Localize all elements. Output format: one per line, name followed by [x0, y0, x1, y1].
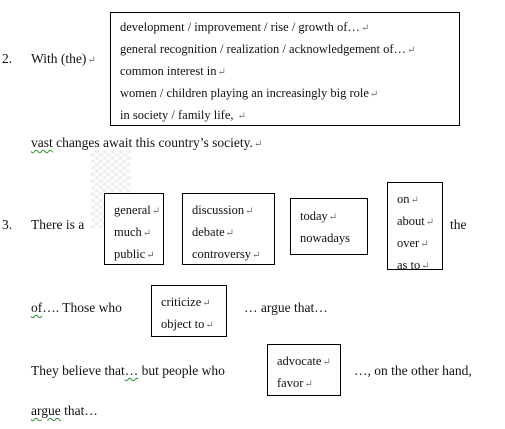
- item2-option: general recognition / realization / ackn…: [120, 42, 416, 56]
- box-option: advocate↵: [277, 354, 331, 368]
- box-option: favor↵: [277, 376, 313, 390]
- item3-box-preposition: on↵ about↵ over↵ as to↵: [387, 182, 443, 272]
- item3-line2-rest: …. Those who: [42, 300, 122, 315]
- item3-box-verb-for: advocate↵ favor↵: [267, 344, 341, 396]
- item2-ending-word: vast: [31, 135, 53, 150]
- paragraph-mark-icon: ↵: [252, 250, 261, 261]
- item3-after-box: the: [450, 217, 467, 232]
- box-option: much↵: [114, 225, 152, 239]
- item3-lead: There is a: [31, 217, 85, 232]
- item2-option: in society / family life,↵: [120, 108, 246, 122]
- box-option: controversy↵: [192, 247, 261, 261]
- item3-line4: argue that…: [31, 403, 98, 419]
- box-option: nowadays: [300, 231, 350, 245]
- item3-box-degree: general↵ much↵ public↵: [104, 193, 164, 265]
- paragraph-mark-icon: ↵: [87, 55, 96, 66]
- paragraph-mark-icon: ↵: [202, 298, 211, 309]
- item2-number: 2.: [2, 51, 13, 66]
- paragraph-mark-icon: ↵: [421, 261, 430, 272]
- box-option: discussion↵: [192, 203, 254, 217]
- paragraph-mark-icon: ↵: [420, 239, 429, 250]
- item3-line2-end: … argue that…: [244, 300, 328, 315]
- paragraph-mark-icon: ↵: [217, 67, 226, 78]
- paragraph-mark-icon: ↵: [253, 139, 263, 150]
- item3-line3: They believe that… but people who: [31, 363, 225, 379]
- item3-box-verb-against: criticize↵ object to↵: [151, 285, 227, 337]
- box-option: debate↵: [192, 225, 235, 239]
- item2-lead: With (the)↵: [31, 51, 96, 69]
- item3-box-noun: discussion↵ debate↵ controversy↵: [182, 193, 275, 265]
- paragraph-mark-icon: ↵: [151, 206, 161, 217]
- paragraph-mark-icon: ↵: [304, 379, 313, 390]
- box-option: as to↵: [397, 258, 430, 272]
- paragraph-mark-icon: ↵: [360, 23, 370, 34]
- box-option: object to↵: [161, 317, 214, 331]
- box-option: about↵: [397, 214, 435, 228]
- box-option: today↵: [300, 209, 338, 223]
- paragraph-mark-icon: ↵: [425, 217, 435, 228]
- paragraph-mark-icon: ↵: [142, 228, 152, 239]
- paragraph-mark-icon: ↵: [322, 357, 331, 368]
- item2-ending-rest: changes await this country’s society.: [52, 135, 253, 150]
- box-option: criticize↵: [161, 295, 211, 309]
- paragraph-mark-icon: ↵: [407, 45, 416, 56]
- item2-option: development / improvement / rise / growt…: [120, 20, 370, 34]
- item3-line3-end: …, on the other hand,: [354, 363, 472, 378]
- item3-line4-rest: that…: [60, 403, 98, 418]
- box-option: public↵: [114, 247, 155, 261]
- item3-line3-start: They believe that: [31, 363, 125, 378]
- paragraph-mark-icon: ↵: [225, 228, 235, 239]
- item3-number: 3.: [2, 217, 13, 232]
- paragraph-mark-icon: ↵: [328, 212, 338, 223]
- item3-line3-dots: …: [124, 363, 139, 378]
- paragraph-mark-icon: ↵: [146, 250, 155, 261]
- item2-ending: vast changes await this country’s societ…: [31, 135, 262, 153]
- item3-line2: of…. Those who: [31, 300, 122, 316]
- item2-option: common interest in↵: [120, 64, 226, 78]
- item2-lead-text: With (the): [31, 51, 87, 66]
- item2-options-box: development / improvement / rise / growt…: [110, 12, 460, 126]
- item3-line3-mid: but people who: [138, 363, 225, 378]
- paragraph-mark-icon: ↵: [410, 195, 419, 206]
- paragraph-mark-icon: ↵: [369, 89, 379, 100]
- paragraph-mark-icon: ↵: [237, 111, 246, 122]
- item2-option: women / children playing an increasingly…: [120, 86, 379, 100]
- paragraph-mark-icon: ↵: [205, 320, 214, 331]
- item3-line2-of: of: [31, 300, 43, 315]
- box-option: over↵: [397, 236, 429, 250]
- paragraph-mark-icon: ↵: [245, 206, 254, 217]
- item3-line4-word: argue: [31, 403, 61, 418]
- box-option: on↵: [397, 192, 419, 206]
- box-option: general↵: [114, 203, 161, 217]
- item3-box-time: today↵ nowadays: [290, 198, 368, 255]
